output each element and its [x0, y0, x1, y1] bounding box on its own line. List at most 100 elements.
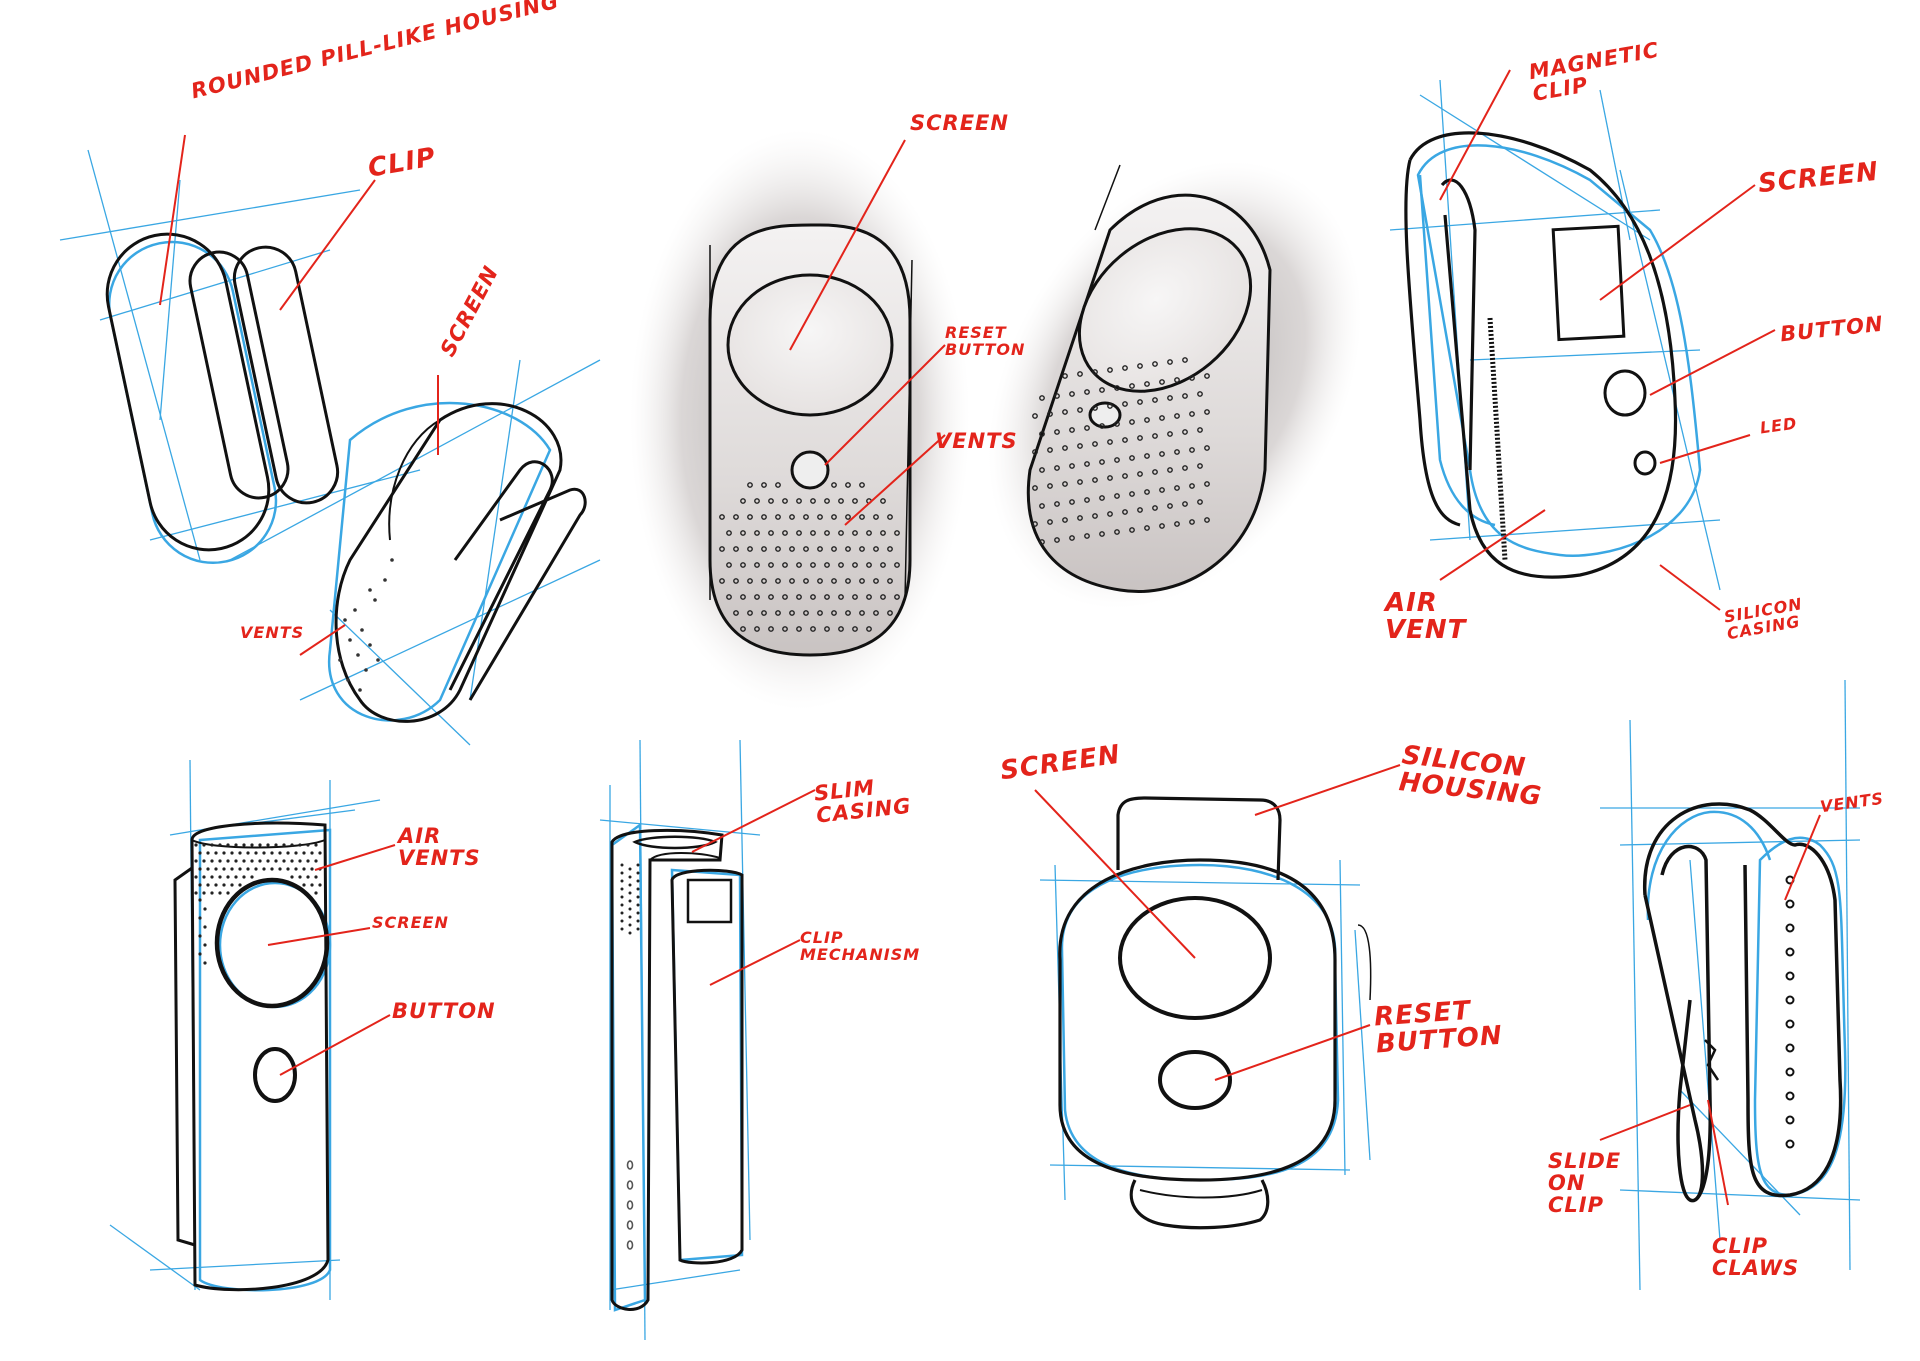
vent-dot	[1159, 379, 1165, 385]
vent-dot	[1197, 391, 1203, 397]
vent-dot	[726, 530, 732, 536]
vent-dot	[218, 891, 222, 895]
vent-dot	[768, 498, 774, 504]
vent-dot	[202, 859, 206, 863]
vent-dot	[852, 530, 858, 536]
vent-dot	[620, 911, 624, 915]
vent-dot	[824, 626, 830, 632]
vent-dot	[838, 594, 844, 600]
vent-dot	[1084, 461, 1090, 467]
vent-dot	[845, 578, 851, 584]
vent-dot	[628, 883, 632, 887]
vent-dot	[1107, 475, 1113, 481]
shaded-screen	[726, 273, 894, 417]
vent-dot	[789, 546, 795, 552]
vent-dot	[796, 530, 802, 536]
vent-dot	[1054, 429, 1060, 435]
vent-dot	[290, 843, 294, 847]
vent-dot	[1092, 477, 1098, 483]
vent-dot	[754, 562, 760, 568]
vent-dot	[1069, 499, 1075, 505]
vent-dot	[1092, 369, 1098, 375]
vent-dot	[194, 859, 198, 863]
vent-dot	[1159, 523, 1165, 529]
vent-dot	[880, 562, 886, 568]
tall-button	[253, 1047, 297, 1103]
vent-dot	[1174, 485, 1180, 491]
vent-dot	[740, 626, 746, 632]
sketch-slim	[599, 739, 816, 1341]
vent-dot	[206, 867, 210, 871]
vent-dot	[852, 626, 858, 632]
vent-dot	[210, 875, 214, 879]
vent-dot	[1084, 533, 1090, 539]
vent-dot	[1054, 393, 1060, 399]
vent-dot	[203, 961, 207, 965]
vent-dot	[202, 875, 206, 879]
vent-dot	[1032, 485, 1038, 491]
vent-dot	[198, 916, 202, 920]
vent-dot	[824, 498, 830, 504]
vent-dot	[230, 883, 234, 887]
vent-dot	[1129, 527, 1135, 533]
vent-dot	[310, 851, 314, 855]
tall-body	[190, 821, 330, 1292]
vent-dot	[1129, 491, 1135, 497]
vent-dot	[234, 843, 238, 847]
vent-dot	[214, 867, 218, 871]
pill-housing	[105, 232, 340, 552]
vent-dot	[726, 594, 732, 600]
vent-dot	[214, 883, 218, 887]
vent-dot	[222, 883, 226, 887]
vent-dot	[1167, 395, 1173, 401]
vent-dot	[810, 562, 816, 568]
vent-dot	[768, 594, 774, 600]
vent-dot	[775, 514, 781, 520]
vent-dot	[1189, 411, 1195, 417]
vent-dot	[789, 578, 795, 584]
round-body	[1058, 858, 1337, 1182]
vent-dot	[628, 915, 632, 919]
vent-dot	[824, 530, 830, 536]
round-top-tab	[1116, 796, 1282, 881]
vent-dot	[719, 514, 725, 520]
vent-dot	[298, 859, 302, 863]
vent-dot	[775, 546, 781, 552]
vent-dot	[796, 626, 802, 632]
vent-dot	[1144, 417, 1150, 423]
vent-dot	[880, 498, 886, 504]
vent-dot	[238, 883, 242, 887]
vent-dot	[302, 851, 306, 855]
sketch-round-front	[1034, 764, 1401, 1230]
vent-dot	[1182, 393, 1188, 399]
clip-claws	[1704, 1039, 1720, 1081]
vent-dot	[620, 887, 624, 891]
vent-dot	[636, 863, 640, 867]
vent-dot	[796, 562, 802, 568]
vent-dot	[754, 498, 760, 504]
vent-dot	[1137, 399, 1143, 405]
vent-dot	[1204, 445, 1210, 451]
vent-dot	[1107, 367, 1113, 373]
side-led	[1633, 450, 1657, 476]
vent-dot	[1047, 447, 1053, 453]
vent-dot	[628, 923, 632, 927]
vent-dot	[1785, 923, 1795, 933]
vent-dot	[620, 863, 624, 867]
vent-dot	[1152, 397, 1158, 403]
vent-dot	[1032, 521, 1038, 527]
vent-dot	[859, 546, 865, 552]
vent-dot	[210, 859, 214, 863]
vent-dot	[873, 610, 879, 616]
vent-dot	[887, 514, 893, 520]
vent-dot	[768, 626, 774, 632]
side-clip-body	[1643, 802, 1843, 1198]
vent-dot	[845, 610, 851, 616]
vent-dot	[314, 843, 318, 847]
vent-dot	[1197, 427, 1203, 433]
vent-dot	[1785, 899, 1795, 909]
vent-dot	[838, 562, 844, 568]
vent-dot	[306, 875, 310, 879]
vent-dot	[1137, 363, 1143, 369]
vent-dot	[831, 610, 837, 616]
